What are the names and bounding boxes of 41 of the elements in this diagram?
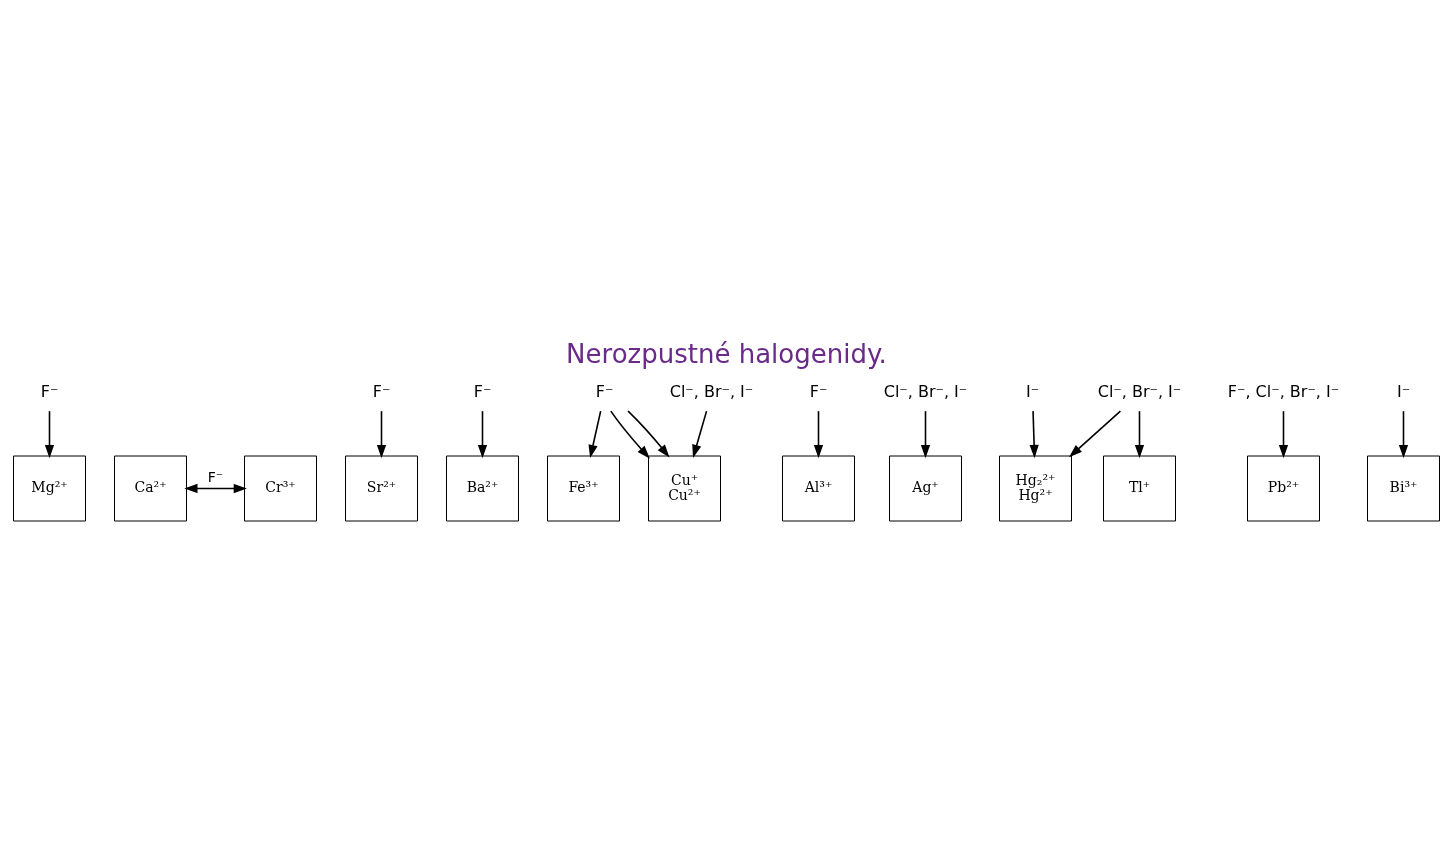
arrow: [920, 409, 931, 458]
node-text: I⁻: [1025, 381, 1040, 401]
node-text: F⁻: [40, 381, 59, 401]
node-box: Ca²⁺: [114, 455, 187, 521]
arrow: [376, 409, 387, 458]
node-box: Tl⁺: [1103, 455, 1176, 521]
node-text: Cl⁻, Br⁻, I⁻: [883, 381, 968, 401]
arrow: [1398, 409, 1409, 458]
node-text: Cl⁻, Br⁻, I⁻: [669, 381, 754, 401]
arrow: [44, 409, 55, 458]
edge-label: F⁻: [207, 468, 224, 485]
arrow: [610, 409, 650, 459]
node-text: F⁻: [473, 381, 492, 401]
node-text: Cl⁻, Br⁻, I⁻: [1097, 381, 1182, 401]
node-box: Ba²⁺: [446, 455, 519, 521]
node-text: F⁻: [809, 381, 828, 401]
node-text: F⁻: [595, 381, 614, 401]
arrow: [813, 409, 824, 458]
node-text: F⁻, Cl⁻, Br⁻, I⁻: [1227, 381, 1340, 401]
arrow: [477, 409, 488, 458]
arrow: [184, 483, 247, 493]
node-box: Ag⁺: [889, 455, 962, 521]
node-text: I⁻: [1396, 381, 1411, 401]
node-box: Mg²⁺: [13, 455, 86, 521]
arrow: [627, 409, 670, 458]
node-box: Hg₂²⁺ Hg²⁺: [999, 455, 1072, 521]
arrow: [588, 409, 602, 458]
arrow: [1029, 409, 1039, 458]
arrow: [1134, 409, 1145, 458]
arrow: [692, 409, 708, 458]
node-box: Pb²⁺: [1247, 455, 1320, 521]
diagram-title: Nerozpustné halogenidy.: [566, 338, 887, 369]
node-box: Fe³⁺: [547, 455, 620, 521]
arrow: [1278, 409, 1289, 458]
node-box: Al³⁺: [782, 455, 855, 521]
node-box: Bi³⁺: [1367, 455, 1440, 521]
arrow: [1069, 409, 1122, 457]
node-box: Sr²⁺: [345, 455, 418, 521]
node-text: F⁻: [372, 381, 391, 401]
node-box: Cr³⁺: [244, 455, 317, 521]
node-box: Cu⁺ Cu²⁺: [648, 455, 721, 521]
